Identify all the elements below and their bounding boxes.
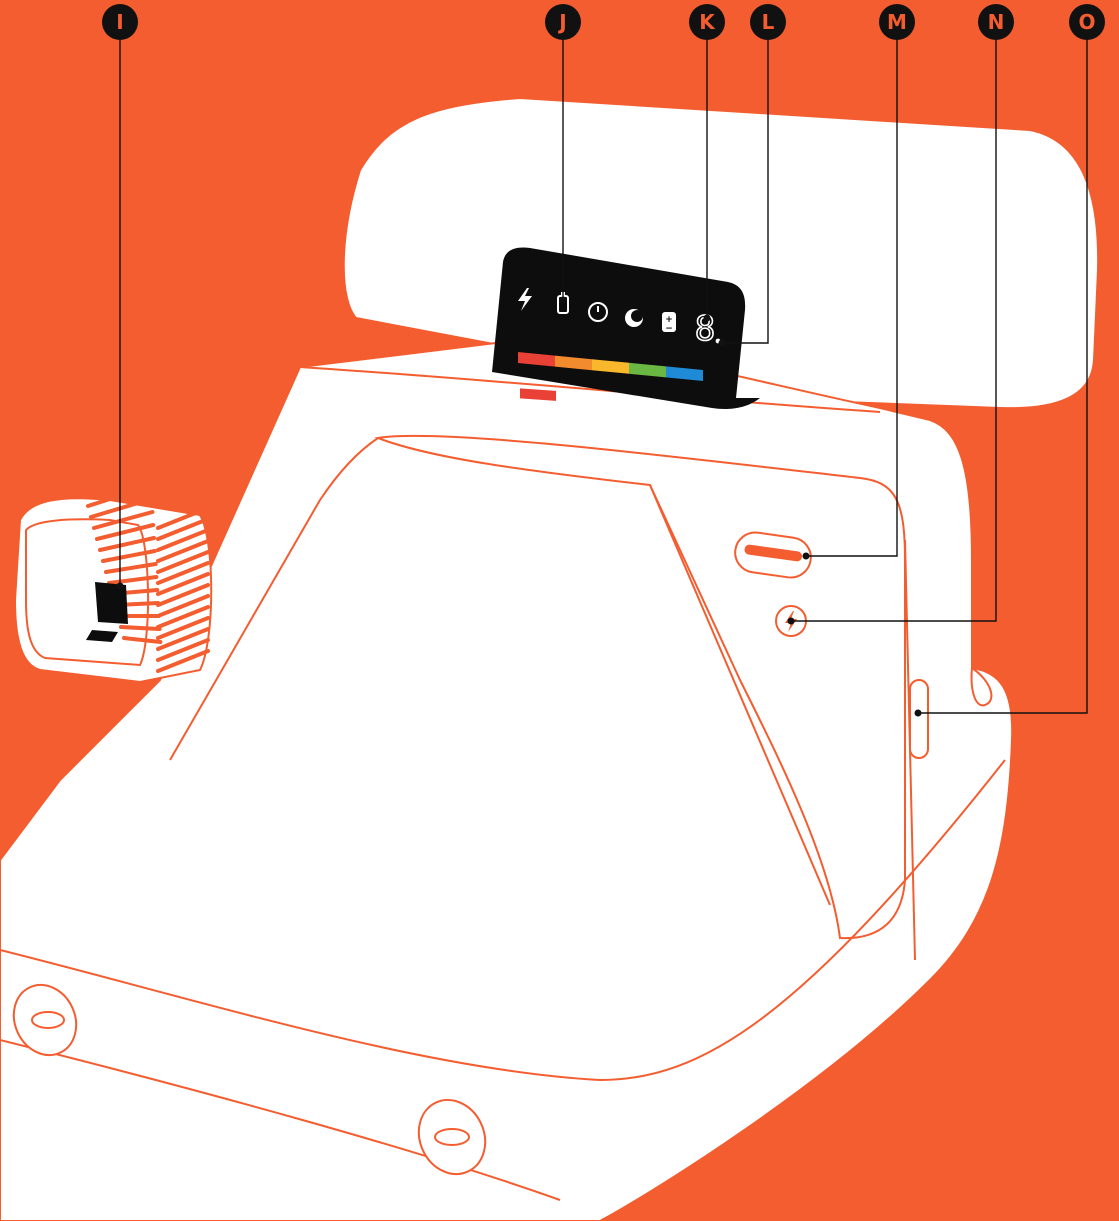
callout-o: O: [1069, 4, 1105, 40]
callout-j: J: [545, 4, 581, 40]
callout-label-o: O: [1078, 10, 1095, 34]
svg-text:−: −: [665, 324, 673, 334]
viewfinder-rib: [85, 473, 150, 495]
viewfinder: [15, 473, 211, 682]
callout-badges: I J K L M N O: [102, 4, 1105, 40]
counter-digit: 8: [695, 309, 715, 349]
callout-label-m: M: [887, 10, 907, 34]
callout-label-j: J: [557, 10, 566, 34]
callout-label-i: I: [116, 10, 123, 34]
callout-n: N: [978, 4, 1014, 40]
callout-m: M: [879, 4, 915, 40]
callout-i: I: [102, 4, 138, 40]
callout-label-n: N: [988, 10, 1005, 34]
callout-k: K: [689, 4, 725, 40]
callout-label-l: L: [762, 10, 775, 34]
exposure-icon: [625, 309, 643, 327]
side-switch: [910, 680, 928, 758]
callout-label-k: K: [699, 10, 716, 34]
exposure-compensation-icon: + −: [662, 312, 676, 334]
callout-l: L: [750, 4, 786, 40]
viewfinder-window: [95, 582, 128, 624]
viewfinder-rib: [121, 627, 160, 629]
